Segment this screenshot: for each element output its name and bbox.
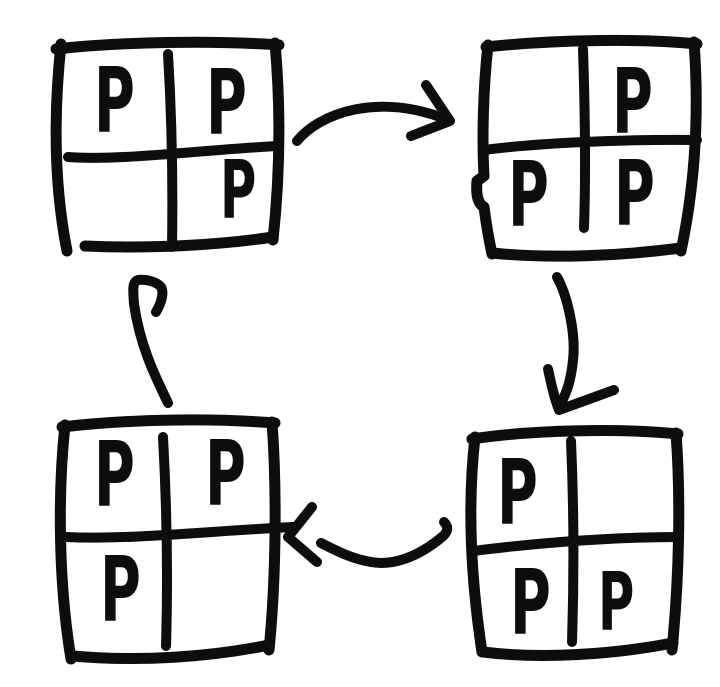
grid-left-edge: [50, 38, 73, 257]
grid-vertical-divider: [158, 432, 172, 651]
grid-bottom-right: P P P: [465, 425, 685, 661]
grid-horizontal-divider: [63, 141, 283, 163]
top-arrow: [292, 80, 455, 146]
bottom-arrow: [283, 502, 453, 568]
arrow-stem: [552, 272, 579, 408]
cell-letter-bottom-left: P: [508, 143, 549, 248]
grid-bottom-edge: [79, 231, 279, 253]
cell-letter-top-left: P: [497, 441, 538, 546]
cell-letter-bottom-right: P: [598, 555, 634, 649]
grid-horizontal-divider: [479, 134, 702, 155]
grid-horizontal-divider: [61, 522, 298, 543]
cell-letter-top-right: P: [612, 50, 653, 155]
cell-letter-top-right: P: [206, 51, 247, 156]
left-arrow: [128, 274, 173, 408]
grid-top-left: P P P: [50, 36, 285, 257]
grid-bottom-edge: [486, 242, 687, 262]
cell-letter-bottom-left: P: [100, 538, 141, 643]
arrow-head-icon: [543, 364, 619, 415]
grid-top-right: P P P: [471, 34, 703, 262]
right-arrow: [543, 272, 619, 415]
arrow-stem-and-head-icon: [128, 274, 173, 408]
grid-bottom-left: P P P: [54, 414, 298, 665]
arrow-stem: [316, 517, 453, 568]
grid-left-edge: [465, 431, 488, 658]
grid-right-edge: [263, 416, 281, 656]
arrow-stem: [292, 101, 453, 146]
grid-top-edge: [466, 425, 684, 445]
grid-left-edge: [54, 419, 77, 665]
arrow-head-icon: [283, 502, 322, 567]
arrow-head-icon: [406, 80, 455, 141]
grid-bottom-edge: [477, 637, 679, 661]
cell-letter-bottom-right: P: [220, 143, 256, 237]
grid-top-edge: [480, 34, 703, 53]
grid-left-edge: [471, 39, 498, 260]
cell-letter-bottom-left: P: [510, 551, 551, 656]
grid-bottom-edge: [67, 639, 275, 665]
cell-letter-top-right: P: [205, 422, 246, 527]
grid-top-edge: [56, 414, 281, 433]
grid-horizontal-divider: [468, 532, 684, 556]
grid-right-edge: [675, 36, 702, 257]
cell-letter-top-left: P: [94, 423, 135, 528]
cell-letter-bottom-right: P: [614, 142, 655, 247]
grid-top-edge: [50, 36, 285, 55]
cell-letter-top-left: P: [94, 49, 135, 154]
